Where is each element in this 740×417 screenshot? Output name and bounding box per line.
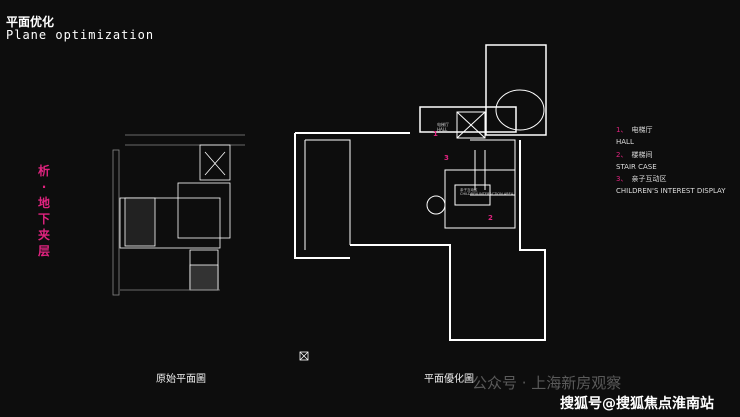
plan-marker-2: 2 <box>488 214 493 222</box>
legend: 1、电梯厅 HALL 2、楼梯间 STAIR CASE 3、亲子互动区 CHIL… <box>616 124 726 198</box>
hall-label-en: HALL <box>437 127 448 132</box>
legend-cn: 电梯厅 <box>631 126 653 134</box>
legend-en: STAIR CASE <box>616 162 657 171</box>
plan-marker-1: 1 <box>433 130 438 138</box>
wechat-watermark: 公众号 · 上海新房观察 <box>472 374 622 392</box>
original-plan <box>112 134 245 296</box>
hall-label: 电梯厅 HALL <box>437 122 449 132</box>
sohu-watermark: 搜狐号@搜狐焦点淮南站 <box>560 396 714 412</box>
hall-label-cn: 电梯厅 <box>437 122 449 127</box>
plan-marker-3: 3 <box>444 154 449 162</box>
area-label: 亲子互动区 CHILDREN INTERACTION AREA <box>460 188 513 196</box>
side-char: · <box>41 180 47 194</box>
title-cn: 平面优化 <box>6 15 55 29</box>
legend-en: CHILDREN'S INTEREST DISPLAY <box>616 187 726 196</box>
side-char: 析 <box>37 164 50 178</box>
side-char: 夹 <box>37 228 50 242</box>
side-char: 下 <box>37 212 50 226</box>
optimized-plan <box>294 44 547 361</box>
legend-num: 2、 <box>616 150 628 159</box>
legend-cn: 亲子互动区 <box>631 175 667 184</box>
legend-cn: 楼梯间 <box>631 150 653 159</box>
title-en: Plane optimization <box>6 28 155 42</box>
side-char: 地 <box>37 196 50 210</box>
caption-optimized: 平面優化圖 <box>424 374 474 385</box>
area-label-cn: 亲子互动区 <box>460 188 478 192</box>
legend-en: HALL <box>616 138 634 147</box>
side-label: 析 · 地 下 夹 层 <box>36 163 52 259</box>
legend-num: 3、 <box>616 175 628 184</box>
side-char: 层 <box>37 244 50 258</box>
legend-num: 1、 <box>616 126 628 134</box>
caption-original: 原始平面圖 <box>156 374 206 385</box>
area-label-en: CHILDREN INTERACTION AREA <box>460 192 514 196</box>
